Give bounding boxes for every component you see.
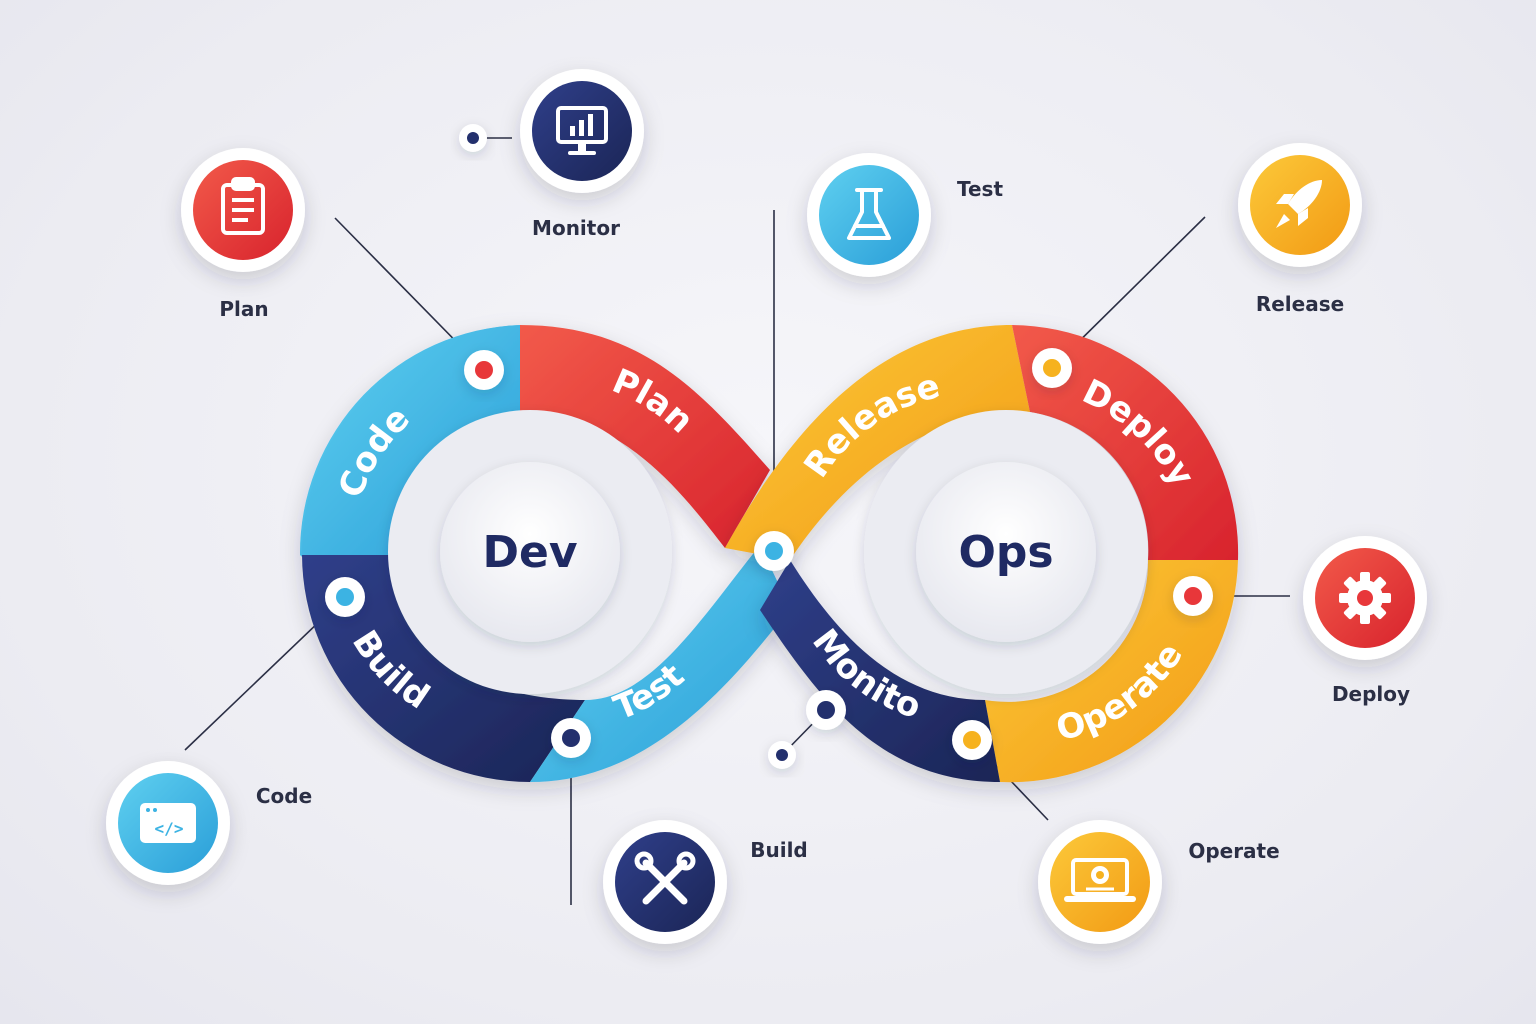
node-deploy [1173, 576, 1213, 616]
dev-loop [299, 325, 790, 782]
step-plan: Plan [181, 148, 305, 321]
step-plan-label: Plan [219, 297, 268, 321]
dev-hub-label: Dev [482, 527, 577, 578]
rocket-icon [1276, 180, 1322, 228]
step-build-label: Build [750, 838, 808, 862]
ops-loop [725, 325, 1239, 783]
step-code: </> Code [106, 761, 312, 885]
node-monitor-small [768, 741, 796, 769]
segment-test-shape [530, 545, 790, 782]
code-window-icon: </> [140, 803, 196, 843]
clipboard-icon [221, 177, 265, 235]
node-code [325, 577, 365, 617]
segment-code-body [301, 325, 520, 555]
segment-monitor-shape [760, 560, 1000, 782]
step-build: Build [603, 820, 808, 944]
wrench-screwdriver-icon [634, 851, 696, 905]
laptop-gear-icon [1064, 858, 1136, 902]
step-operate: Operate [1038, 820, 1280, 944]
node-build [551, 718, 591, 758]
node-test [754, 531, 794, 571]
step-release: Release [1238, 143, 1362, 316]
svg-text:</>: </> [155, 819, 184, 838]
dev-hub-inner [440, 462, 620, 642]
node-monitor [806, 690, 846, 730]
step-monitor-label: Monitor [532, 216, 620, 240]
node-plan [464, 350, 504, 390]
step-operate-label: Operate [1188, 839, 1279, 863]
step-deploy: Deploy [1303, 536, 1427, 706]
node-release [1032, 348, 1072, 388]
node-monitor-top-small [459, 124, 487, 152]
segment-plan-shape [520, 325, 770, 548]
segment-build-shape [302, 555, 585, 782]
ops-hub: Ops [864, 410, 1148, 694]
segment-operate-shape [985, 560, 1238, 783]
segment-release-shape [725, 325, 1030, 560]
gear-icon [1339, 572, 1391, 624]
ring-nodes [325, 124, 1213, 769]
step-code-label: Code [256, 784, 312, 808]
segment-deploy-shape [1012, 325, 1239, 560]
dev-hub: Dev [388, 410, 672, 694]
step-monitor: Monitor [520, 69, 644, 240]
node-operate [952, 720, 992, 760]
step-deploy-label: Deploy [1332, 682, 1410, 706]
step-test: Test [807, 153, 1003, 277]
step-test-label: Test [957, 177, 1003, 201]
ops-hub-label: Ops [958, 527, 1053, 578]
monitor-chart-icon [556, 106, 608, 155]
flask-icon [847, 188, 891, 240]
step-release-label: Release [1256, 292, 1344, 316]
ops-hub-inner [916, 462, 1096, 642]
